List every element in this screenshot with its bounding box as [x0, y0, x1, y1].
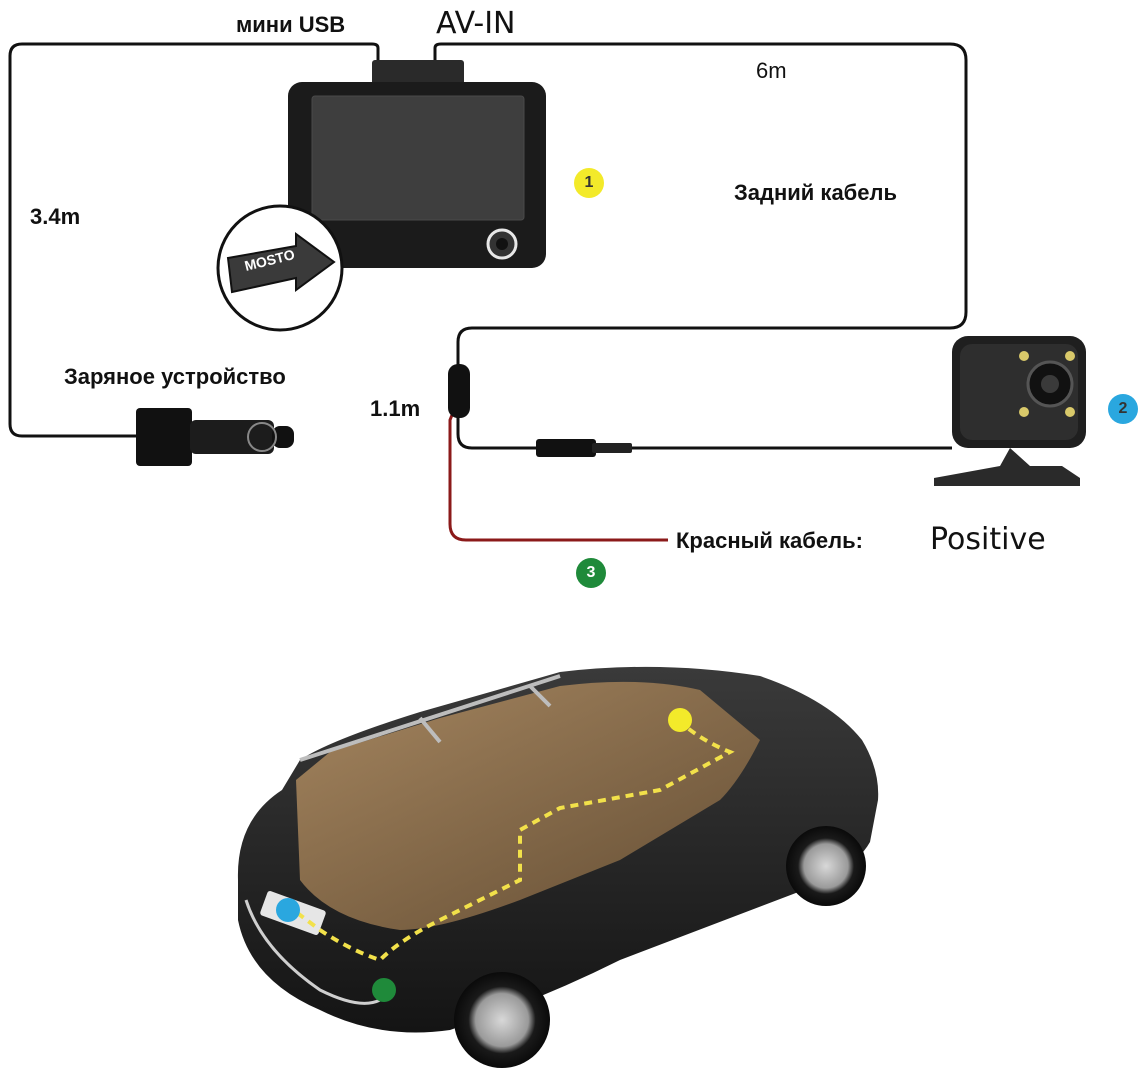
label-mini-usb: мини USB: [236, 12, 346, 37]
label-1-1m: 1.1m: [370, 396, 421, 421]
rca-plug-tip: [592, 443, 632, 453]
brand-logo: [216, 204, 344, 332]
badge-2-number: 2: [1118, 400, 1128, 417]
label-av-in: AV-IN: [436, 6, 516, 41]
cable-connector: [448, 364, 470, 418]
cable-1-1m: [456, 416, 952, 450]
cable-3-4m: [8, 42, 380, 438]
label-positive: Positive: [930, 522, 1046, 557]
cable-6m: [433, 42, 968, 368]
red-cable: [448, 399, 668, 542]
rear-camera-icon: [934, 336, 1086, 486]
car-marker-1: [668, 708, 692, 732]
badge-3: 3: [576, 558, 606, 588]
label-charger: Заряное устройство: [64, 364, 286, 389]
label-3-4m: 3.4m: [30, 204, 81, 229]
badge-1-number: 1: [584, 174, 594, 191]
label-rear-cable: Задний кабель: [734, 180, 898, 205]
car-marker-3: [372, 978, 396, 1002]
rca-plug: [536, 439, 596, 457]
car-illustration: [237, 666, 879, 1068]
badge-2: 2: [1108, 394, 1138, 424]
dashcam-icon: [288, 60, 546, 268]
label-6m: 6m: [756, 58, 787, 83]
car-marker-2: [276, 898, 300, 922]
label-red-cable: Красный кабель:: [676, 528, 863, 553]
car-charger-icon: [136, 408, 294, 466]
badge-3-number: 3: [586, 564, 596, 581]
badge-1: 1: [574, 168, 604, 198]
